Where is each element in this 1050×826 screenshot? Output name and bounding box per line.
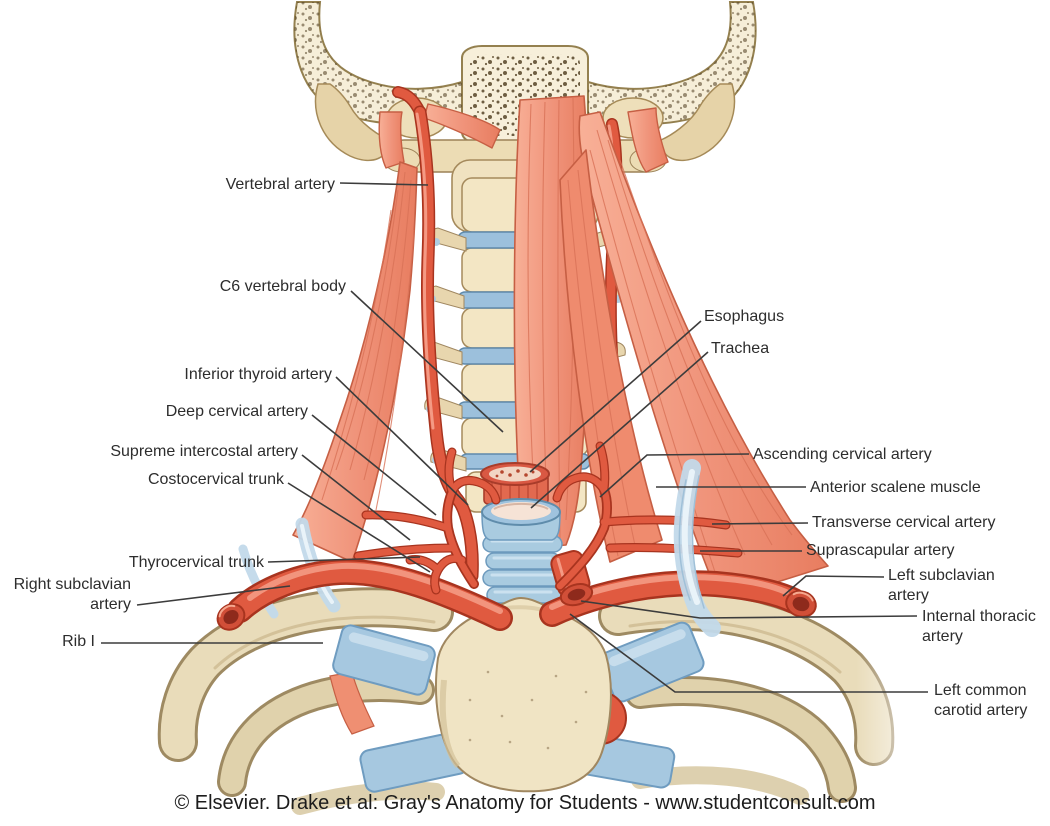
- leader-ascending-cervical-artery: [599, 453, 750, 498]
- label-esophagus: Esophagus: [704, 308, 785, 325]
- leader-transverse-cervical-artery: [711, 522, 809, 525]
- label-trachea: Trachea: [711, 340, 770, 357]
- esophagus-graphic: [480, 462, 550, 505]
- leader-inferior-thyroid-artery: [335, 376, 469, 506]
- label-supreme-intercostal-artery: Supreme intercostal artery: [110, 443, 298, 460]
- leader-right-subclavian-artery: [136, 585, 291, 606]
- subclavian-arteries-graphic: [216, 441, 817, 631]
- label-left-subclavian-artery: Left subclavian artery: [888, 567, 995, 604]
- leader-left-common-carotid-artery: [569, 613, 928, 693]
- leader-thyrocervical-trunk: [267, 556, 421, 563]
- left-vertebral-artery-graphic: [392, 86, 479, 583]
- label-internal-thoracic-artery: Internal thoracic artery: [922, 608, 1036, 645]
- label-ascending-cervical-artery: Ascending cervical artery: [753, 446, 932, 463]
- label-c6-vertebral-body: C6 vertebral body: [219, 278, 346, 295]
- label-transverse-cervical-artery: Transverse cervical artery: [812, 514, 996, 531]
- label-rib-i: Rib I: [62, 633, 95, 650]
- leader-trachea: [530, 351, 709, 509]
- leader-lines: [101, 182, 928, 693]
- leader-supreme-intercostal-artery: [301, 454, 411, 541]
- label-inferior-thyroid-artery: Inferior thyroid artery: [184, 366, 332, 383]
- label-left-common-carotid-artery: Left common carotid artery: [934, 682, 1028, 719]
- leader-vertebral-artery: [339, 182, 429, 186]
- label-deep-cervical-artery: Deep cervical artery: [165, 403, 308, 420]
- manubrium-graphic: [435, 596, 612, 793]
- label-right-subclavian-artery: Right subclavian artery: [13, 576, 131, 613]
- label-thyrocervical-trunk: Thyrocervical trunk: [128, 554, 264, 571]
- leader-left-subclavian-artery: [782, 575, 885, 597]
- neck-muscles-graphic: [292, 95, 829, 601]
- leader-c6-vertebral-body: [350, 290, 504, 433]
- leader-esophagus: [529, 320, 702, 473]
- label-vertebral-artery: Vertebral artery: [225, 176, 335, 193]
- leader-internal-thoracic-artery: [580, 600, 918, 619]
- label-anterior-scalene-muscle: Anterior scalene muscle: [810, 479, 981, 496]
- ribs-left-graphic: [157, 517, 469, 815]
- figure-credit: © Elsevier. Drake et al: Gray's Anatomy …: [174, 792, 876, 814]
- label-costocervical-trunk: Costocervical trunk: [147, 471, 284, 488]
- leader-deep-cervical-artery: [311, 414, 437, 516]
- label-suprascapular-artery: Suprascapular artery: [806, 542, 955, 559]
- scalene-tendon-graphic: [673, 459, 721, 637]
